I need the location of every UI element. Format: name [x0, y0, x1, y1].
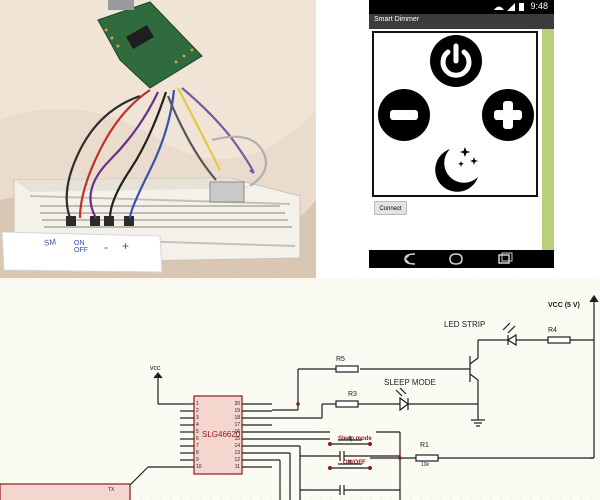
led-strip-label: LED STRIP [444, 320, 486, 329]
breadboard-photo: SM ON OFF - + [0, 0, 316, 278]
pin-number: 15 [234, 436, 240, 442]
status-icons [494, 3, 524, 11]
ic-label: SLG46620 [202, 430, 241, 439]
pin-number: 9 [196, 457, 199, 463]
pin-number: 10 [196, 464, 202, 470]
nav-buttons [404, 252, 513, 265]
pin-number: 11 [234, 464, 240, 470]
wifi-icon [494, 6, 504, 10]
home-icon [449, 253, 463, 265]
handwritten-label-sm: SM [43, 237, 57, 248]
pin-number: 13 [234, 450, 240, 456]
minus-icon [390, 110, 418, 120]
r3-label: R3 [348, 391, 357, 398]
recents-icon [498, 254, 510, 264]
app-title-bar: Smart Dimmer [369, 14, 554, 29]
pin-number: 19 [234, 408, 240, 414]
pin-number: 6 [196, 436, 199, 442]
handwritten-label-onoff: ON OFF [74, 240, 88, 254]
scroll-edge [542, 29, 554, 250]
tx-label: TX [108, 487, 115, 493]
pin-number: 4 [196, 422, 199, 428]
app-title: Smart Dimmer [374, 16, 420, 23]
sleep-mode-button-label: Sleep mode [338, 436, 372, 442]
onoff-button-label: ON/OFF [343, 460, 366, 466]
vcc-5v-label: VCC (5 V) [548, 302, 580, 309]
vcc-left-label: vcc [150, 365, 161, 372]
moon-stars-icon [435, 147, 478, 192]
ic-left-pin-numbers: 1 2 3 4 5 6 7 8 9 10 [196, 401, 206, 471]
pin-number: 5 [196, 429, 199, 435]
power-button[interactable] [430, 35, 482, 87]
decrease-button[interactable] [378, 89, 430, 141]
pin-number: 3 [196, 415, 199, 421]
pin-number: 8 [196, 450, 199, 456]
navigation-bar [369, 250, 554, 268]
schematic-drawing [0, 278, 600, 500]
control-button-grid [372, 31, 538, 197]
breadboard-photo-image [0, 0, 316, 278]
r5-label: R5 [336, 356, 345, 363]
power-icon [440, 43, 472, 78]
sleep-mode-label: SLEEP MODE [384, 378, 436, 387]
circuit-schematic: VCC (5 V) LED STRIP R4 R5 SLEEP MODE R3 … [0, 278, 600, 500]
ic-right-pin-numbers: 20 19 18 17 16 15 14 13 12 11 [230, 401, 240, 471]
handwritten-label-plus: + [122, 239, 130, 253]
sleep-button[interactable] [430, 141, 482, 193]
r1-value-label: 10k [421, 462, 430, 468]
pin-number: 20 [234, 401, 240, 407]
status-time: 9:48 [530, 1, 548, 11]
phone-screenshot: 9:48 Smart Dimmer [369, 0, 554, 268]
status-bar: 9:48 [369, 0, 554, 14]
pin-number: 18 [234, 415, 240, 421]
pin-number: 1 [196, 401, 199, 407]
app-content: Connect [369, 29, 554, 250]
connect-button[interactable]: Connect [374, 201, 407, 215]
pin-number: 7 [196, 443, 199, 449]
handwritten-label-minus: - [104, 240, 108, 254]
battery-icon [519, 3, 524, 11]
pin-number: 17 [234, 422, 240, 428]
pin-number: 2 [196, 408, 199, 414]
signal-icon [507, 3, 515, 11]
r4-label: R4 [548, 327, 557, 334]
increase-button[interactable] [482, 89, 534, 141]
pin-number: 12 [234, 457, 240, 463]
pin-number: 14 [234, 443, 240, 449]
plus-icon [494, 101, 522, 129]
back-icon [404, 253, 416, 265]
pin-number: 16 [234, 429, 240, 435]
r1-label: R1 [420, 442, 429, 449]
